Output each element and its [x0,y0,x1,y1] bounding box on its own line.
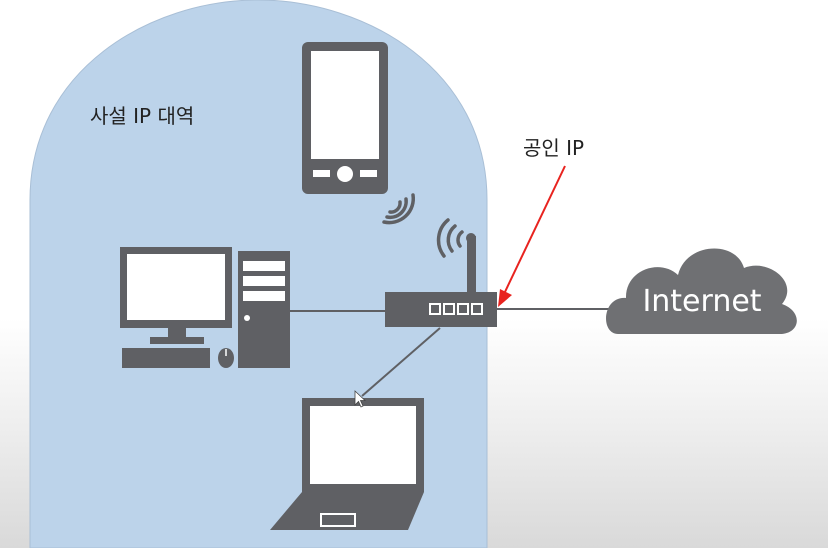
laptop-icon [270,398,424,530]
mouse-pointer-icon [354,390,367,408]
cloud-icon [606,248,797,334]
public-ip-arrow [498,165,566,307]
internet-label: Internet [642,284,762,319]
router-laptop-link [361,327,441,397]
antenna-signal-icon [436,218,464,258]
public-ip-label: 공인 IP [523,136,585,160]
router-icon [385,233,497,327]
wifi-signal-icon [382,193,416,225]
private-ip-range-label: 사설 IP 대역 [90,104,195,128]
desktop-computer-icon [120,247,290,368]
smartphone-icon [302,42,388,194]
